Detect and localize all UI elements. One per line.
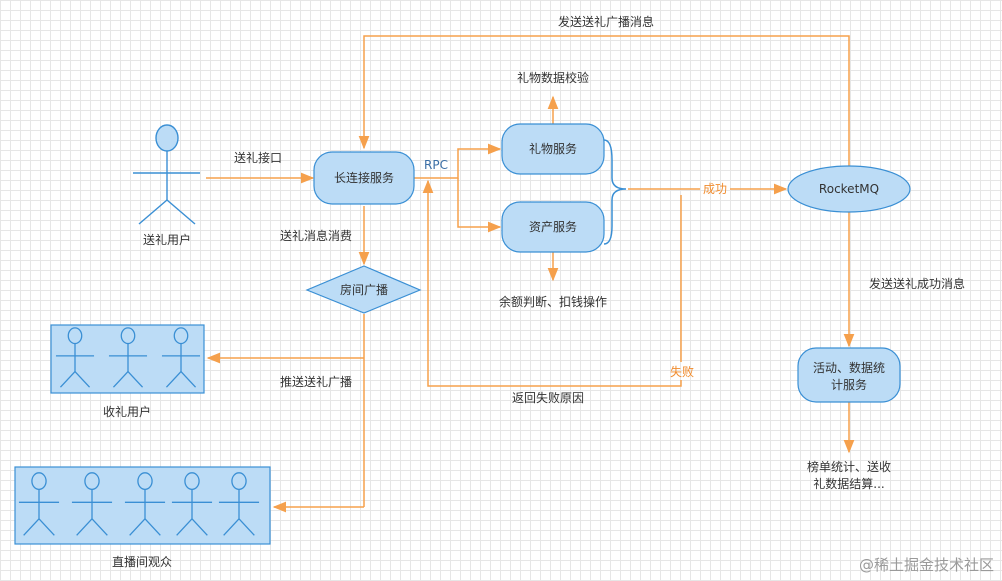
person-icon — [161, 327, 201, 388]
asset-service-label: 资产服务 — [529, 219, 577, 234]
gift-service-label: 礼物服务 — [529, 141, 577, 156]
gift-api-label: 送礼接口 — [234, 150, 282, 165]
rpc-label: RPC — [424, 158, 448, 172]
person-icon — [18, 472, 60, 536]
watermark: @稀土掘金技术社区 — [859, 556, 994, 574]
person-icon — [124, 472, 166, 536]
audience-actor-icons — [18, 472, 260, 536]
person-icon — [171, 472, 213, 536]
fail-label: 失败 — [670, 364, 694, 379]
success-label: 成功 — [703, 182, 727, 196]
node-room-broadcast: 房间广播 — [305, 265, 422, 314]
node-rocketmq: RocketMQ — [787, 165, 911, 213]
node-asset-service: 资产服务 — [501, 201, 605, 253]
send-success-msg-label: 发送送礼成功消息 — [869, 276, 965, 291]
rocketmq-label: RocketMQ — [819, 182, 879, 196]
receiver-actor-icons — [55, 327, 201, 388]
node-long-conn: 长连接服务 — [313, 151, 415, 205]
person-icon — [55, 327, 95, 388]
person-icon — [108, 327, 148, 388]
person-icon — [71, 472, 113, 536]
room-broadcast-label: 房间广播 — [340, 282, 388, 297]
consume-msg-label: 送礼消息消费 — [280, 228, 352, 243]
gift-validate-label: 礼物数据校验 — [517, 70, 589, 85]
stats-label-line2: 计服务 — [831, 377, 867, 392]
merge-brace — [603, 139, 627, 245]
rank-label-line2: 礼数据结算... — [813, 476, 884, 491]
edge-rpc-gift — [414, 143, 502, 179]
receiver-label: 收礼用户 — [103, 404, 151, 419]
sender-actor-icon — [133, 124, 200, 225]
long-conn-label: 长连接服务 — [334, 170, 394, 185]
edges — [206, 35, 855, 513]
return-fail-label: 返回失败原因 — [512, 390, 584, 405]
edge-return-fail — [422, 179, 682, 387]
person-icon — [218, 472, 260, 536]
node-gift-service: 礼物服务 — [501, 123, 605, 175]
edge-broadcast-msg — [358, 35, 850, 168]
edge-rpc-asset — [457, 178, 502, 233]
audience-label: 直播间观众 — [112, 555, 172, 569]
push-broadcast-label: 推送送礼广播 — [280, 374, 352, 389]
node-stats-service: 活动、数据统 计服务 — [797, 347, 901, 403]
send-broadcast-msg-label: 发送送礼广播消息 — [558, 14, 654, 29]
stats-label-line1: 活动、数据统 — [813, 360, 885, 375]
sender-label: 送礼用户 — [143, 232, 191, 247]
balance-ops-label: 余额判断、扣钱操作 — [499, 294, 607, 309]
rank-label-line1: 榜单统计、送收 — [807, 459, 891, 474]
